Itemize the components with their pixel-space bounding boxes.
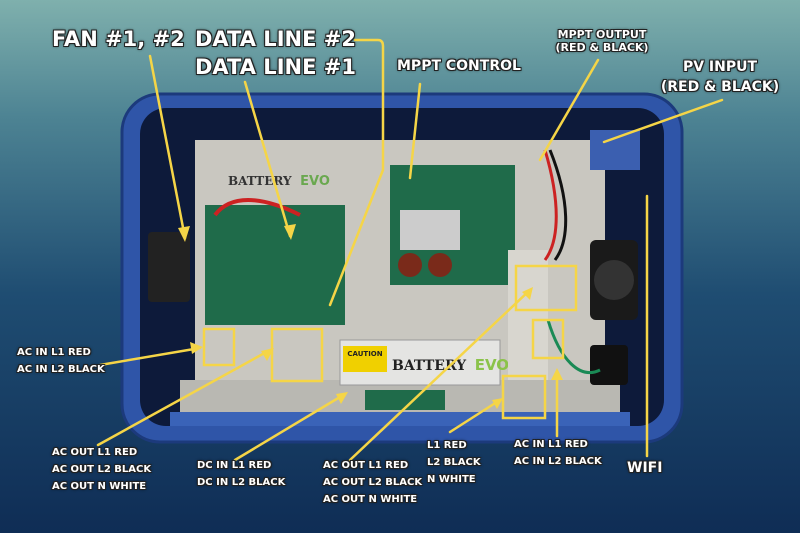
wire — [548, 149, 568, 261]
fan-blade — [594, 260, 634, 300]
inductor — [428, 253, 452, 277]
callout-arrows — [96, 38, 724, 462]
wire — [546, 319, 601, 374]
heatsink — [400, 210, 460, 250]
label-line: AC OUT L1 RED — [52, 447, 138, 458]
data-board — [205, 205, 345, 325]
label-pv-input: PV INPUT (RED & BLACK) — [655, 57, 785, 97]
bottom-board — [365, 390, 445, 410]
label-line: MPPT OUTPUT — [557, 28, 647, 41]
panel-brand-evo: EVO — [300, 174, 330, 189]
label-line: AC OUT N WHITE — [52, 481, 147, 492]
label-line: AC IN L1 RED — [514, 439, 588, 450]
label-line: AC IN L2 BLACK — [514, 456, 602, 467]
brand-battery: BATTERY — [392, 358, 467, 374]
label-line: L2 BLACK — [427, 457, 481, 468]
label-mppt-output: MPPT OUTPUT (RED & BLACK) — [552, 28, 652, 54]
label-wifi: WIFI — [627, 460, 663, 476]
label-data-line-2: DATA LINE #2 — [195, 27, 356, 51]
label-l1-l2-n: L1 RED L2 BLACK N WHITE — [427, 437, 481, 488]
arrowheads — [178, 224, 563, 409]
label-fan: FAN #1, #2 — [52, 27, 185, 51]
label-ac-in-left: AC IN L1 RED AC IN L2 BLACK — [17, 344, 105, 378]
label-mppt-control: MPPT CONTROL — [397, 58, 521, 74]
label-line: AC OUT L1 RED — [323, 460, 409, 471]
label-line: N WHITE — [427, 474, 476, 485]
pv-input-box — [590, 130, 640, 170]
label-line: DC IN L2 BLACK — [197, 477, 286, 488]
callout-boxes — [202, 264, 578, 420]
panel-brand-battery: BATTERY — [228, 174, 292, 188]
wire — [213, 198, 301, 217]
label-ac-in-right: AC IN L1 RED AC IN L2 BLACK — [514, 436, 602, 470]
label-line: (RED & BLACK) — [555, 40, 649, 54]
enclosure-lip — [170, 412, 630, 426]
wire — [543, 149, 558, 261]
label-data-line-1: DATA LINE #1 — [195, 55, 356, 79]
label-line: L1 RED — [427, 440, 467, 451]
caution-text: CAUTION — [347, 350, 382, 358]
label-line: AC IN L1 RED — [17, 347, 91, 358]
inductor — [398, 253, 422, 277]
breaker — [590, 345, 628, 385]
terminal-block — [508, 250, 548, 380]
label-line: PV INPUT — [682, 59, 758, 75]
label-line: DC IN L1 RED — [197, 460, 272, 471]
label-line: AC OUT L2 BLACK — [323, 477, 423, 488]
label-line: AC OUT L2 BLACK — [52, 464, 152, 475]
fan-left — [148, 232, 190, 302]
label-line: AC IN L2 BLACK — [17, 364, 105, 375]
label-ac-out-mid: AC OUT L1 RED AC OUT L2 BLACK AC OUT N W… — [323, 457, 422, 508]
caution-sticker — [343, 346, 387, 372]
inverter-brand: BATTERY EVO — [392, 355, 509, 374]
label-ac-out-left: AC OUT L1 RED AC OUT L2 BLACK AC OUT N W… — [52, 444, 151, 495]
brand-evo: EVO — [475, 356, 509, 374]
label-line: (RED & BLACK) — [660, 79, 780, 95]
label-line: AC OUT N WHITE — [323, 494, 418, 505]
label-dc-in: DC IN L1 RED DC IN L2 BLACK — [197, 457, 285, 491]
